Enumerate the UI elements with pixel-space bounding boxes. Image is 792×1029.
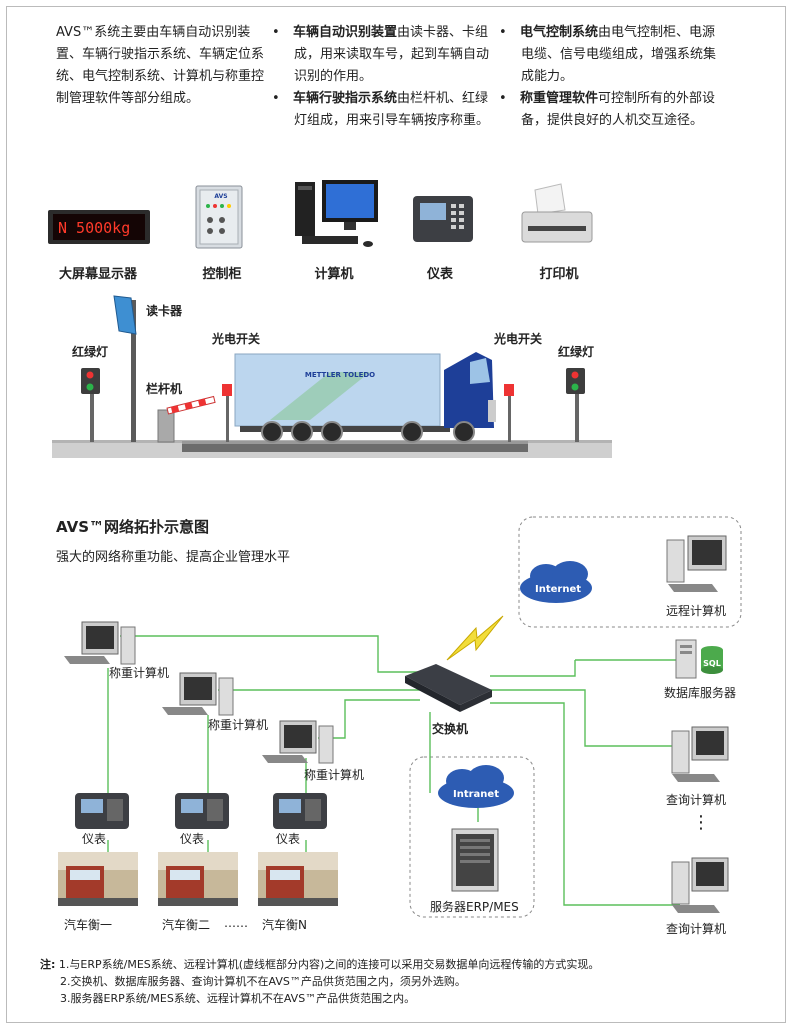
intro-item: •车辆自动识别装置由读卡器、卡组成，用来读取车号，起到车辆自动识别的作用。 <box>272 25 490 84</box>
svg-text:SQL: SQL <box>703 659 721 668</box>
traffic-light-left <box>81 368 100 442</box>
label-truck-scale-1: 汽车衡一 <box>64 918 113 932</box>
photoelectric-switch-left <box>222 384 232 442</box>
intro-column-2: •车辆自动识别装置由读卡器、卡组成，用来读取车号，起到车辆自动识别的作用。 •车… <box>272 22 495 132</box>
truck-icon: METTLER TOLEDO <box>234 352 496 443</box>
svg-text:Internet: Internet <box>535 584 581 595</box>
intranet-cloud-icon: Intranet <box>438 765 514 808</box>
printer-icon <box>521 183 593 243</box>
truck-scale-photo <box>258 852 338 906</box>
intro-item: •车辆行驶指示系统由栏杆机、红绿灯组成，用来引导车辆按序称重。 <box>272 91 490 128</box>
label-weighing-computer-2: 称重计算机 <box>208 718 269 732</box>
label-barrier: 栏杆机 <box>146 382 183 396</box>
label-switch: 交换机 <box>432 722 469 736</box>
label-traffic-light-left: 红绿灯 <box>72 345 109 359</box>
label-ellipsis: …… <box>224 916 248 930</box>
traffic-light-right <box>566 368 585 442</box>
svg-text:Intranet: Intranet <box>453 789 499 800</box>
device-label-display: 大屏幕显示器 <box>58 267 137 282</box>
vertical-dots: ⋮ <box>692 812 710 833</box>
switch-icon <box>405 664 492 712</box>
photoelectric-switch-right <box>504 384 514 442</box>
svg-text:N 5000kg: N 5000kg <box>58 219 130 237</box>
svg-text:AVS: AVS <box>214 193 227 200</box>
device-illustrations: N 5000kg AVS <box>48 180 593 249</box>
intro-item: •称重管理软件可控制所有的外部设备，提供良好的人机交互途径。 <box>499 91 716 128</box>
query-computer-icon <box>671 857 729 913</box>
internet-cloud-icon: Internet <box>520 561 592 603</box>
device-label-cabinet: 控制柜 <box>202 267 242 282</box>
intro-column-3: •电气控制系统由电气控制柜、电源电缆、信号电缆组成，增强系统集成能力。 •称重管… <box>499 22 722 132</box>
query-computer-icon <box>671 726 729 782</box>
label-weighing-computer-3: 称重计算机 <box>304 768 365 782</box>
network-title: AVS™网络拓扑示意图 <box>56 518 210 536</box>
svg-text:METTLER TOLEDO: METTLER TOLEDO <box>305 371 375 379</box>
label-query-computer-1: 查询计算机 <box>666 793 727 807</box>
instrument-icon <box>413 196 473 242</box>
page-frame <box>6 6 786 1023</box>
note-line: 2.交换机、数据库服务器、查询计算机不在AVS™产品供货范围之内，须另外选购。 <box>60 975 466 988</box>
label-truck-scale-2: 汽车衡二 <box>162 918 211 932</box>
control-cabinet-icon: AVS <box>195 185 243 249</box>
weighing-computer-icon <box>64 621 136 665</box>
instrument-icon <box>273 793 327 829</box>
label-weighing-computer-1: 称重计算机 <box>109 666 170 680</box>
device-label-computer: 计算机 <box>314 267 354 282</box>
notes: 注: 1.与ERP系统/MES系统、远程计算机(虚线框部分内容)之间的连接可以采… <box>40 956 780 1007</box>
card-reader-icon <box>113 295 137 442</box>
intro-column-1: AVS™系统主要由车辆自动识别装置、车辆行驶指示系统、车辆定位系统、电气控制系统… <box>56 22 271 110</box>
barrier-gate-icon <box>157 395 216 443</box>
label-card-reader: 读卡器 <box>146 304 183 318</box>
truck-scale-photo <box>58 852 138 906</box>
lightning-icon <box>446 615 504 661</box>
weighing-scene: METTLER TOLEDO <box>52 295 612 458</box>
weighing-computer-icon <box>162 672 234 716</box>
label-photoelectric-right: 光电开关 <box>494 332 543 346</box>
label-instrument-2: 仪表 <box>180 832 205 846</box>
device-label-instrument: 仪表 <box>426 267 453 282</box>
intro-text: AVS™系统主要由车辆自动识别装置、车辆行驶指示系统、车辆定位系统、电气控制系统… <box>56 25 265 106</box>
label-server: 服务器ERP/MES <box>430 900 519 914</box>
remote-computer-icon <box>666 535 727 592</box>
label-database-server: 数据库服务器 <box>664 686 737 700</box>
note-line: 3.服务器ERP系统/MES系统、远程计算机不在AVS™产品供货范围之内。 <box>60 992 416 1005</box>
truck-scale-photo <box>158 852 238 906</box>
intro-item: •电气控制系统由电气控制柜、电源电缆、信号电缆组成，增强系统集成能力。 <box>499 25 717 84</box>
computer-icon <box>295 180 378 247</box>
label-truck-scale-n: 汽车衡N <box>262 918 307 932</box>
database-server-icon: SQL <box>675 639 723 679</box>
network-subtitle: 强大的网络称重功能、提高企业管理水平 <box>56 550 291 565</box>
label-instrument-3: 仪表 <box>276 832 301 846</box>
instrument-icon <box>75 793 129 829</box>
display-icon: N 5000kg <box>48 210 150 244</box>
server-icon <box>451 828 499 892</box>
instrument-icon <box>175 793 229 829</box>
label-photoelectric-left: 光电开关 <box>212 332 261 346</box>
label-traffic-light-right: 红绿灯 <box>558 345 595 359</box>
label-remote-computer: 远程计算机 <box>666 604 727 618</box>
device-label-printer: 打印机 <box>539 267 579 282</box>
label-instrument-1: 仪表 <box>82 832 107 846</box>
note-line: 注: 1.与ERP系统/MES系统、远程计算机(虚线框部分内容)之间的连接可以采… <box>40 958 600 971</box>
label-query-computer-2: 查询计算机 <box>666 922 727 936</box>
weighing-computer-icon <box>262 720 334 764</box>
